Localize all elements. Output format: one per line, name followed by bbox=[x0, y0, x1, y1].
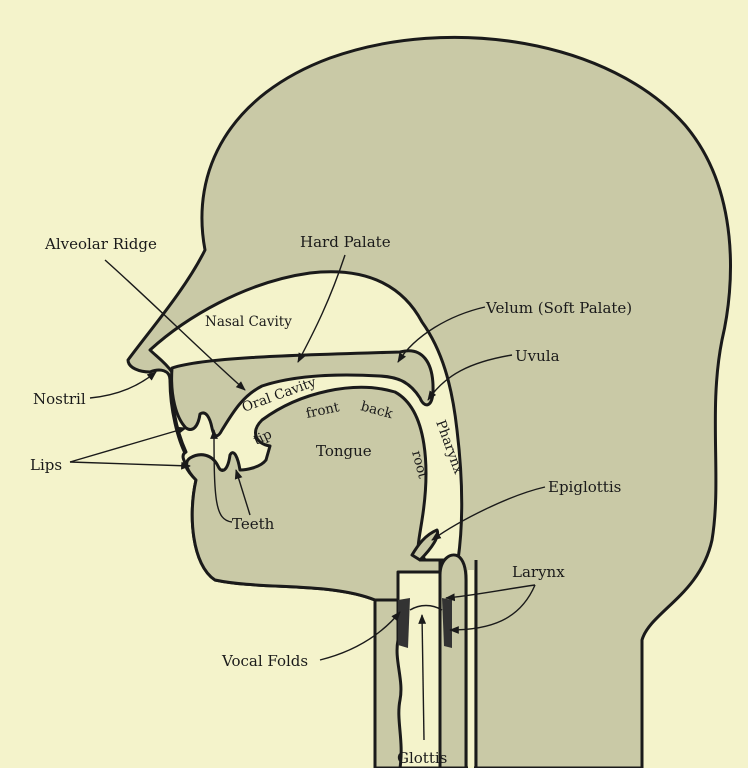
label-root: root bbox=[408, 449, 431, 481]
label-hard-palate: Hard Palate bbox=[300, 233, 391, 251]
label-vocal-folds: Vocal Folds bbox=[221, 652, 308, 670]
label-nostril: Nostril bbox=[33, 390, 86, 408]
label-glottis: Glottis bbox=[397, 749, 447, 767]
label-epiglottis: Epiglottis bbox=[548, 478, 621, 496]
vocal-fold-left bbox=[398, 598, 410, 648]
tongue bbox=[185, 385, 442, 602]
label-uvula: Uvula bbox=[515, 347, 560, 365]
label-velum: Velum (Soft Palate) bbox=[485, 299, 632, 317]
label-lips: Lips bbox=[30, 456, 62, 474]
label-tip: tip bbox=[251, 426, 274, 448]
vocal-fold-right bbox=[442, 598, 452, 648]
label-teeth: Teeth bbox=[232, 515, 275, 533]
esophagus-wall bbox=[438, 553, 468, 768]
label-alveolar-ridge: Alveolar Ridge bbox=[44, 235, 157, 253]
esophagus bbox=[468, 570, 474, 768]
label-larynx: Larynx bbox=[512, 563, 565, 581]
label-tongue: Tongue bbox=[316, 442, 372, 460]
hard-palate bbox=[170, 349, 435, 438]
label-front: front bbox=[305, 399, 342, 422]
label-nasal-cavity: Nasal Cavity bbox=[205, 314, 292, 330]
